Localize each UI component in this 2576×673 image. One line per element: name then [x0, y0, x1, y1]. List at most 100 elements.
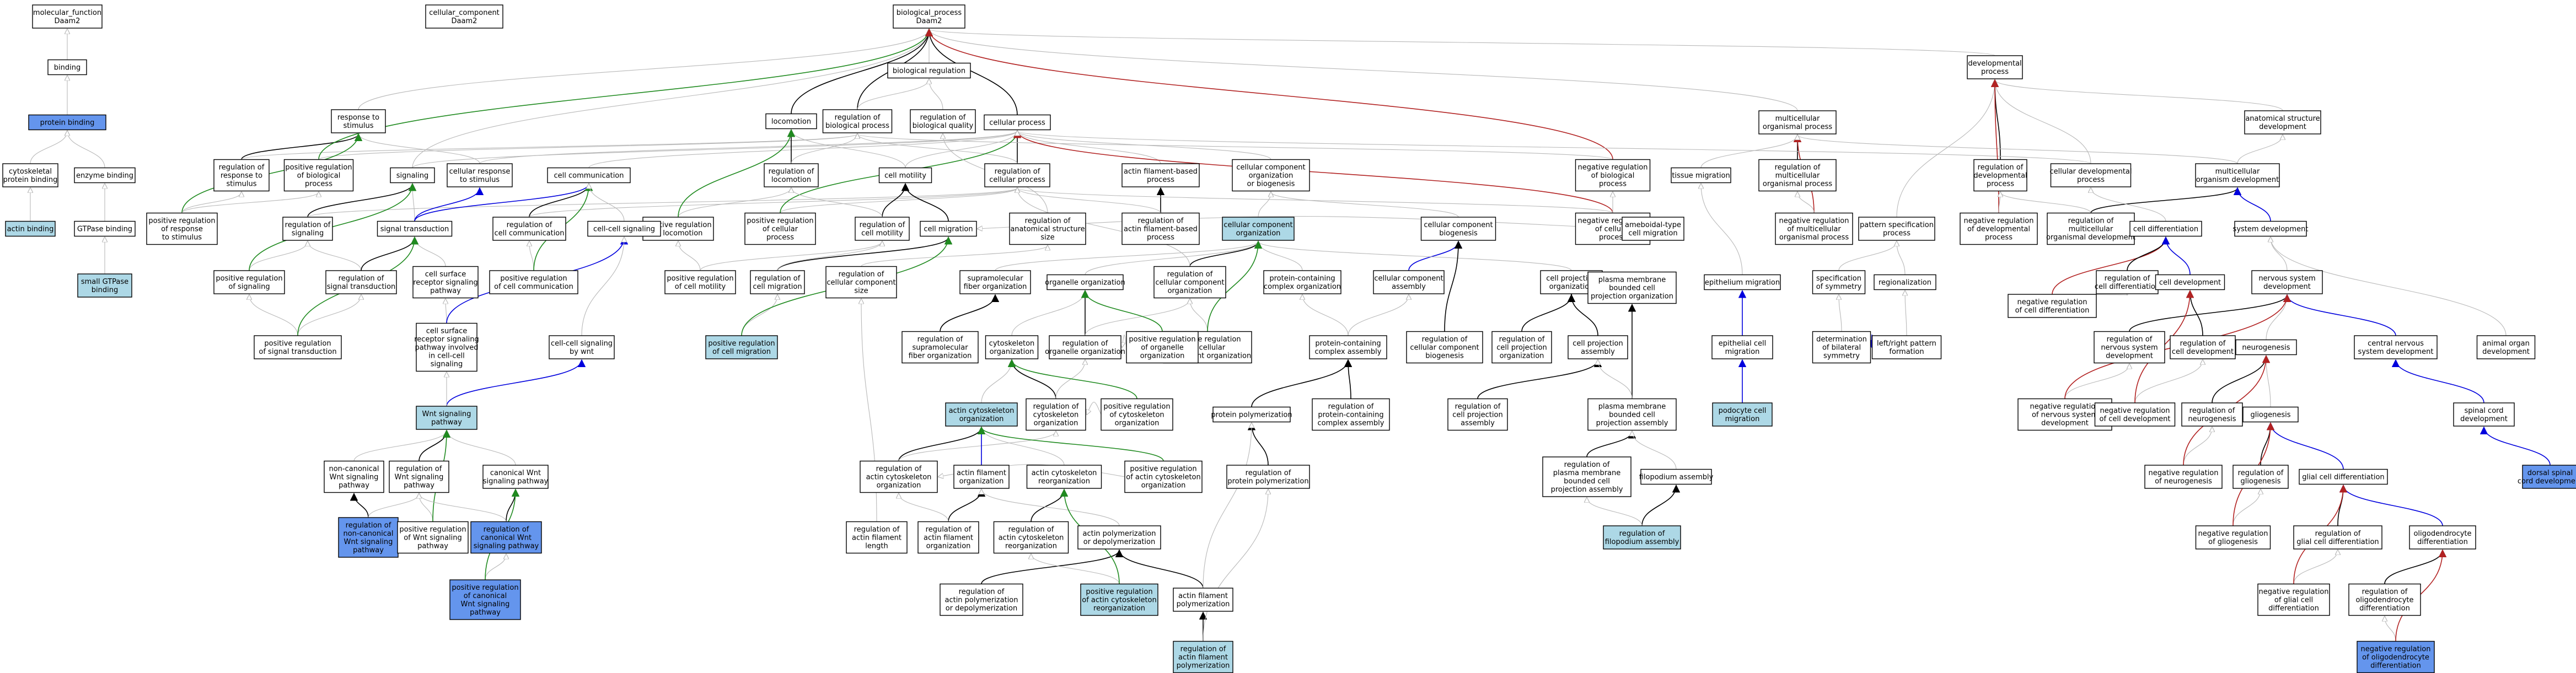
term-label-line: actin polymerization — [1082, 530, 1156, 538]
term-box — [940, 583, 1023, 616]
edge-grey-tissue-migration-to-multicell-org — [1700, 135, 1797, 168]
term-label-line: of bilateral — [1822, 344, 1861, 352]
edge-grey-pos-reg-cc-org-to-reg-cc-org — [1190, 299, 1208, 332]
term-box — [2409, 525, 2476, 550]
edge-grey-pos-reg-actin-cytoskel-reorg-to-reg-actin-cytoskel-reorg — [1031, 554, 1120, 584]
term-label-line: pathway — [431, 418, 462, 427]
term-label-line: organismal process — [1779, 234, 1849, 242]
term-node-locomotion: locomotion — [765, 113, 817, 130]
edge-grey-multicell-dev-to-anat-struct-dev — [2237, 135, 2283, 164]
term-label-line: oligodendrocyte — [2413, 530, 2471, 538]
term-box — [1858, 217, 1935, 241]
term-label-line: molecular_function — [33, 9, 101, 17]
term-label-line: regulation of — [2362, 588, 2408, 596]
term-label-line: organismal process — [1763, 180, 1832, 189]
term-label-line: migration — [1725, 415, 1760, 423]
term-box — [945, 402, 1018, 427]
edge-grey-det-bilateral-to-spec-symmetry — [1839, 295, 1842, 332]
term-box — [1491, 331, 1552, 364]
term-label-line: of neurogenesis — [2155, 477, 2212, 486]
term-label-line: organization — [1115, 419, 1160, 428]
term-label-line: positive regulation — [747, 217, 813, 225]
term-label-line: protein polymerization — [1211, 411, 1292, 419]
edge-black-reg-actin-fil-org-to-actin-fil-org — [948, 488, 986, 522]
term-label-line: multicellular — [1775, 115, 1820, 123]
term-box — [917, 521, 979, 554]
term-label-line: regulation of — [1167, 271, 1213, 279]
term-box — [146, 212, 218, 245]
term-node-organelle-org: organelle organization — [1045, 274, 1125, 290]
term-label-line: regulation of — [2238, 469, 2284, 477]
edge-black-reg-multicell-dev-to-multicell-dev — [2090, 187, 2242, 213]
term-label-line: stimulus — [226, 180, 256, 189]
term-label-line: response to — [221, 172, 262, 180]
term-label-line: locomotion — [771, 176, 811, 184]
term-label-line: regulation of — [917, 336, 963, 344]
term-label-line: binding — [54, 64, 80, 72]
term-label-line: regulation of — [860, 221, 905, 229]
term-box — [1173, 588, 1233, 612]
term-label-line: of glial cell — [2274, 596, 2313, 605]
term-label-line: actin filament — [1178, 654, 1228, 662]
edge-grey-cell-motility-to-locomotion — [791, 130, 906, 168]
term-label-line: Wnt signaling — [395, 473, 444, 482]
term-label-line: negative regulation — [2258, 588, 2328, 596]
term-box — [1173, 640, 1233, 673]
term-label-line: regulation of — [396, 465, 442, 473]
term-box — [2299, 469, 2388, 485]
edge-grey-pos-reg-cell-migration-to-reg-cell-migration — [741, 295, 777, 336]
edge-black-locomotion-to-bp — [791, 28, 933, 114]
edge-grey-cytoskeletal-pb-to-protein-binding — [30, 131, 67, 164]
term-label-line: by wnt — [570, 348, 594, 356]
edge-grey-reg-actin-fil-org-to-reg-actin-cytoskel-org — [899, 494, 949, 522]
term-label-line: process — [1883, 229, 1910, 238]
term-label-line: organization — [1141, 482, 1186, 490]
term-label-line: regionalization — [1879, 279, 1931, 287]
term-box — [1874, 274, 1936, 290]
term-label-line: glial cell differentiation — [2302, 473, 2384, 482]
term-label-line: assembly — [1461, 419, 1495, 428]
term-box — [1758, 110, 1837, 134]
term-label-line: pathway — [470, 609, 501, 617]
term-label-line: organism development — [2196, 176, 2279, 184]
edge-black-reg-protein-polym-to-protein-polym — [1247, 422, 1269, 466]
term-label-line: of cell development — [2100, 415, 2171, 423]
term-box — [213, 159, 270, 192]
term-box — [825, 266, 897, 299]
term-box — [2094, 331, 2165, 364]
term-box — [377, 220, 453, 237]
term-label-line: organismal process — [1763, 123, 1832, 131]
term-box — [416, 322, 477, 372]
term-label-line: canonical Wnt — [481, 534, 532, 542]
term-label-line: actin cytoskeleton — [999, 534, 1064, 542]
term-box — [910, 109, 976, 133]
edge-grey-cell-resp-stim-to-response-stim — [358, 134, 480, 164]
edge-grey-dev-proc-to-bp — [929, 29, 1995, 56]
term-label-line: or depolymerization — [946, 605, 1018, 613]
term-label-line: positive regulation — [1129, 336, 1195, 344]
edge-red-neg-reg-dev-to-dev-proc — [1990, 79, 1999, 213]
term-label-line: organelle organization — [1045, 348, 1125, 356]
term-box — [489, 270, 578, 294]
term-label-line: pattern specification — [1860, 221, 1934, 229]
term-box — [587, 220, 661, 237]
term-node-cell-migration: cell migration — [920, 220, 977, 237]
term-label-line: response to — [337, 114, 379, 122]
